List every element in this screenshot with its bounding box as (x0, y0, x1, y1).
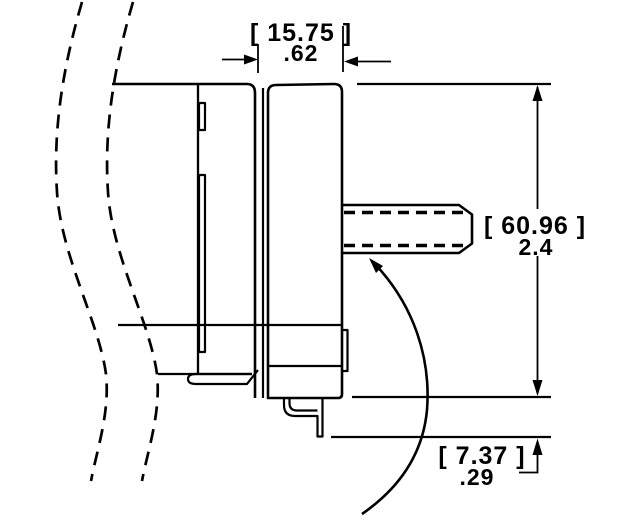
shaft-leader-arrowhead (369, 258, 383, 273)
width-dimension-inch: .62 (284, 40, 319, 66)
shaft-leader-arc (361, 262, 429, 516)
terminal-bail-inner (288, 399, 318, 412)
width-arrowhead-right (344, 56, 358, 67)
height-dimension-metric: [ 60.96 ] (484, 212, 586, 240)
front-housing-outline (266, 82, 344, 400)
rear-housing-tab-lower (197, 173, 207, 354)
width-arrowhead-left (244, 54, 258, 65)
front-housing-side-tab (342, 328, 349, 373)
height-dimension-inch: 2.4 (519, 234, 554, 260)
mounting-foot-outline (186, 369, 259, 386)
pin-dimension-metric: [ 7.37 ] (438, 442, 525, 470)
shaft-outline (342, 203, 474, 255)
pin-dimension-inch: .29 (460, 464, 495, 490)
width-dimension-metric: [ 15.75 ] (250, 19, 352, 47)
pin-arrowhead-up (532, 438, 543, 455)
break-line-left (54, 1, 109, 482)
terminal-bail-outer (282, 399, 324, 438)
rear-housing-outline (112, 82, 257, 398)
break-line-right (105, 1, 160, 482)
height-arrowhead-up (532, 85, 543, 101)
height-arrowhead-down (532, 380, 543, 396)
rear-housing-tab-upper (197, 101, 207, 132)
